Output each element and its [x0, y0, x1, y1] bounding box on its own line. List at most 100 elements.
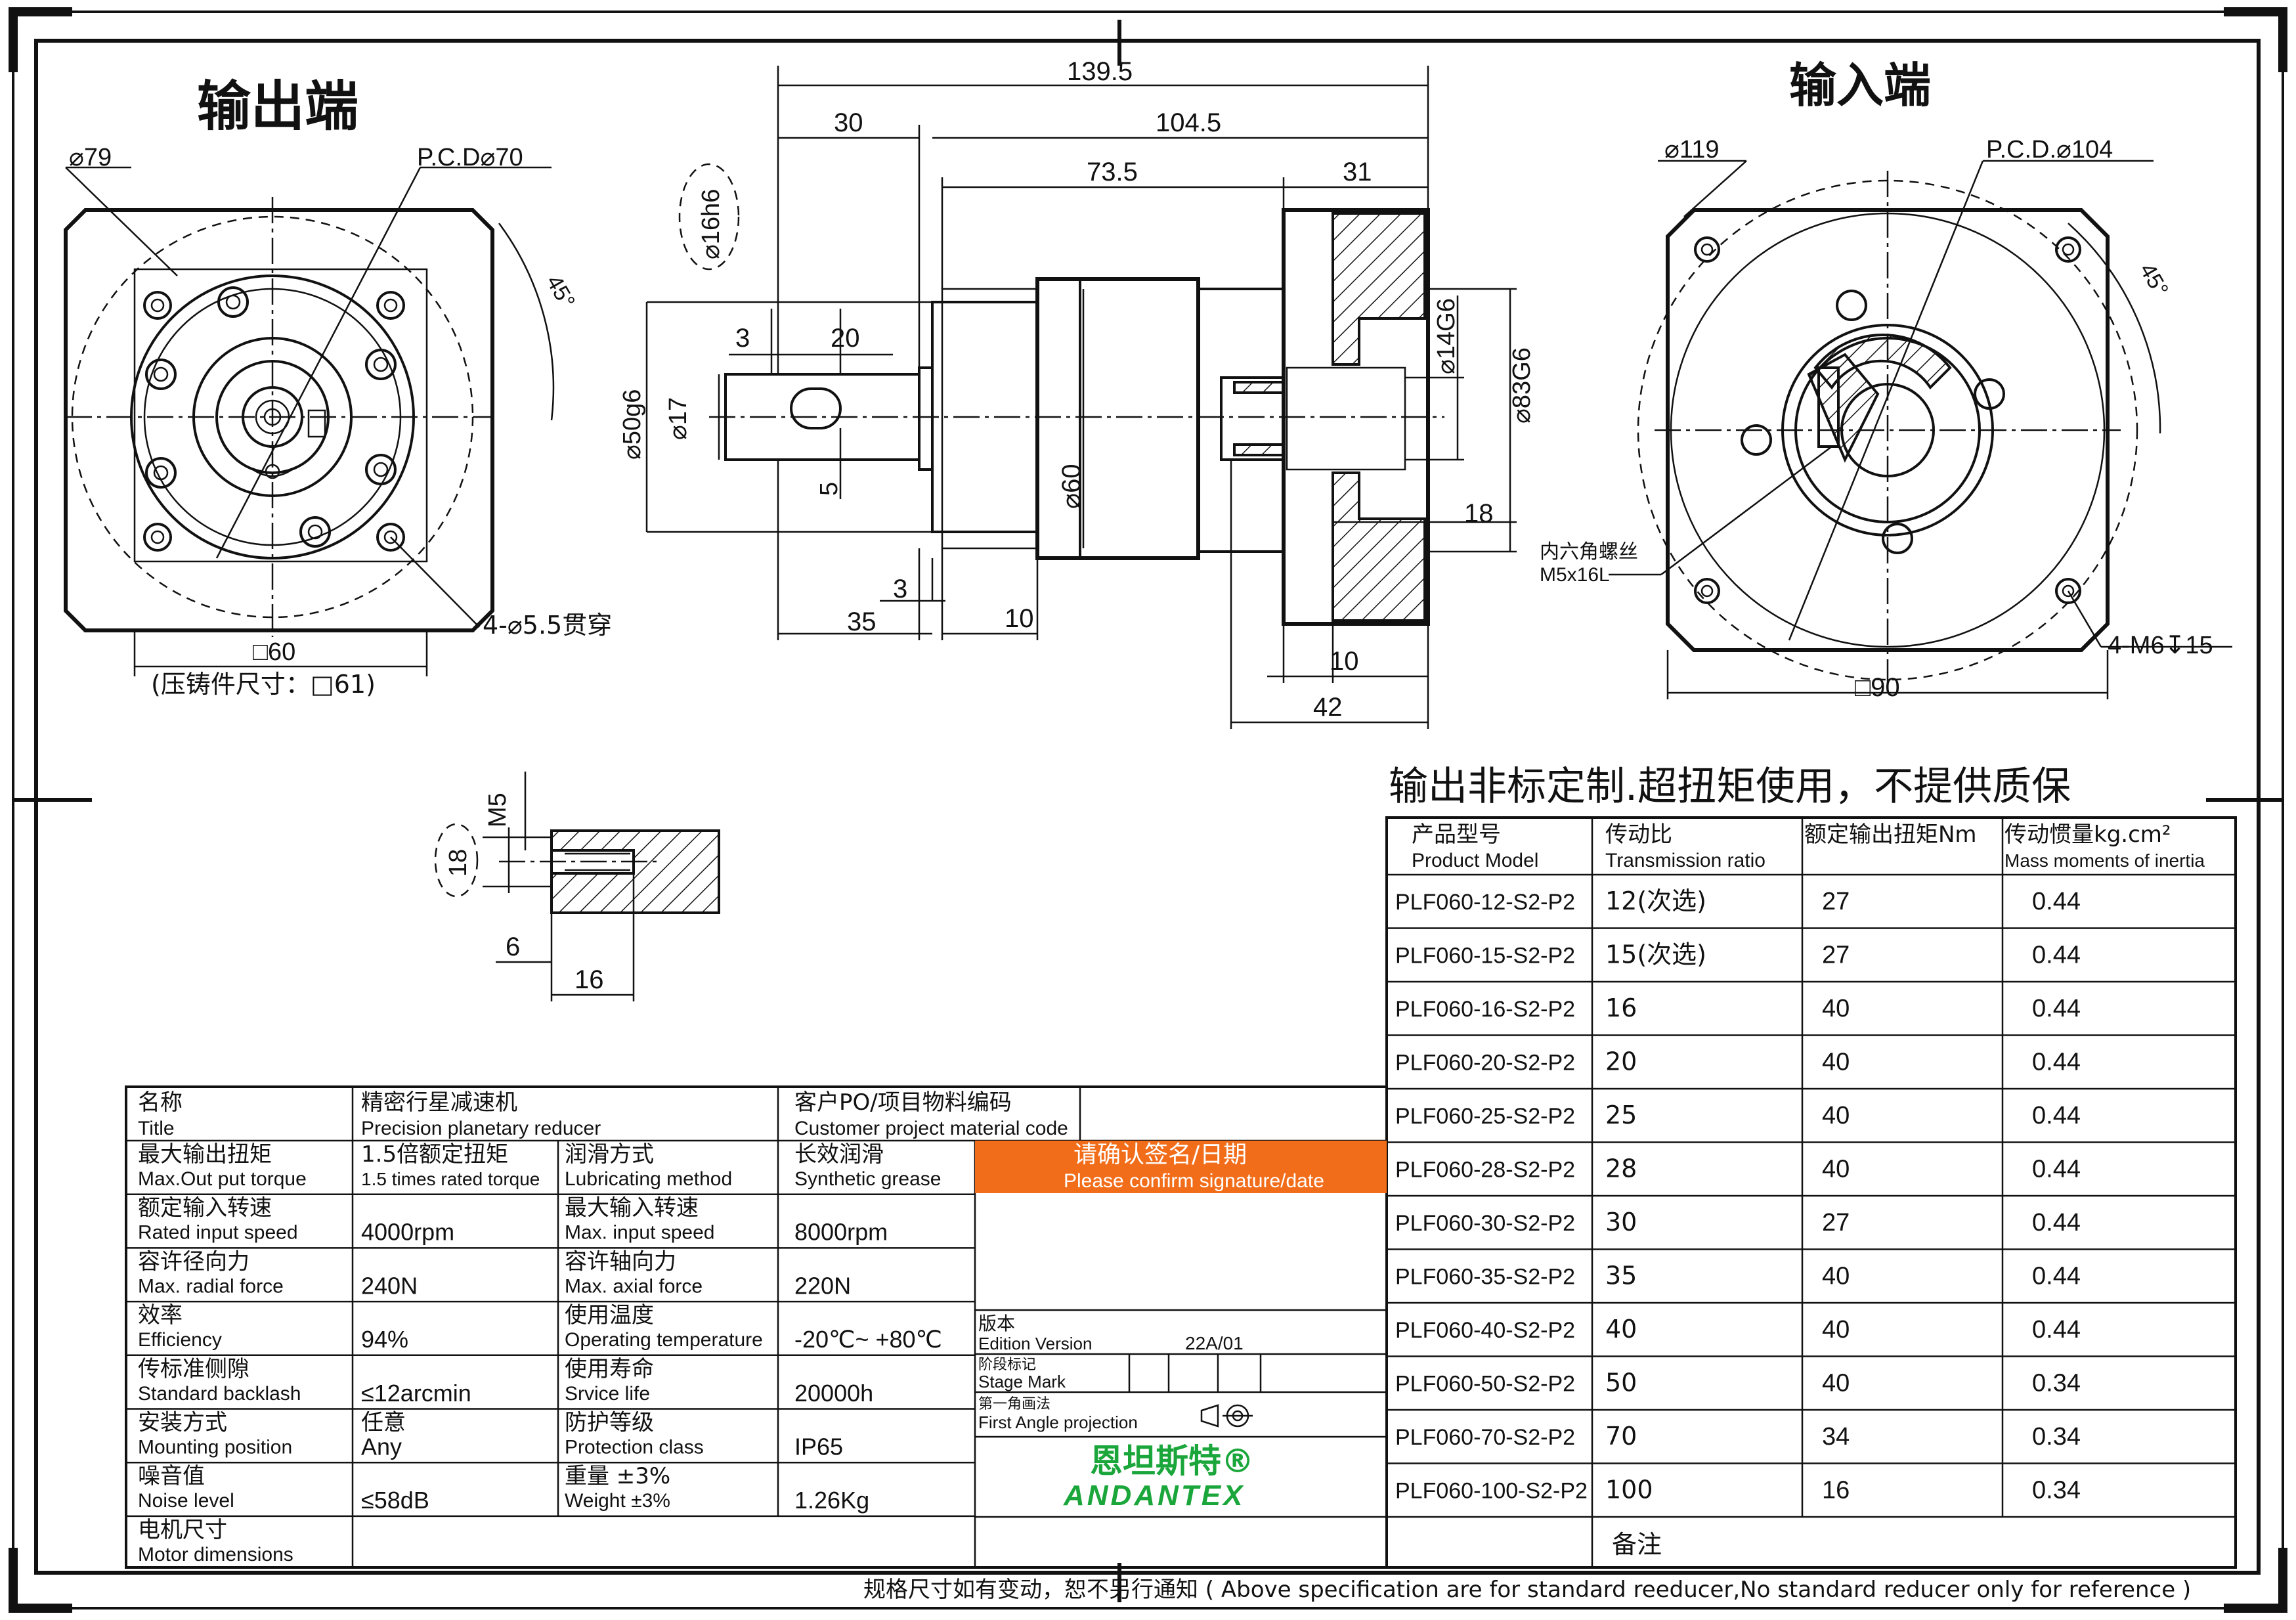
- dim-pilot-dia: ⌀50g6: [618, 389, 646, 460]
- ratio-cell: 25: [1605, 1101, 1637, 1129]
- output-end-title: 输出端: [197, 76, 358, 138]
- spec-l2-cn: 最大输入转速: [565, 1195, 699, 1221]
- spec-l-en: Rated input speed: [138, 1222, 298, 1244]
- projection-cn: 第一角画法: [978, 1396, 1051, 1412]
- first-angle-symbol-icon: [1200, 1404, 1253, 1428]
- ratio-cell: 70: [1605, 1422, 1637, 1451]
- model-cell: PLF060-15-S2-P2: [1395, 944, 1575, 969]
- edition-value: 22A/01: [1185, 1333, 1244, 1353]
- dim-flange-length: 31: [1343, 158, 1372, 186]
- die-cast-note: (压铸件尺寸：□61): [151, 670, 376, 699]
- header-torque-cn: 额定输出扭矩Nm: [1804, 821, 1977, 848]
- dim-shaft-dia2: ⌀17: [664, 397, 692, 440]
- dim-total-length: 139.5: [1067, 57, 1133, 86]
- edition-en: Edition Version: [978, 1334, 1092, 1353]
- inertia-cell: 0.44: [2032, 888, 2081, 915]
- spec-l2-en: Max. input speed: [565, 1222, 714, 1244]
- torque-cell: 34: [1822, 1423, 1850, 1451]
- spec-v2-en: IP65: [794, 1434, 843, 1460]
- dim-35: 35: [847, 607, 877, 636]
- remark-label: 备注: [1612, 1530, 1662, 1559]
- customer-code-en: Customer project material code: [794, 1118, 1068, 1139]
- spec-l-en: Max.Out put torque: [138, 1168, 307, 1190]
- spec-v1-en: ≤12arcmin: [361, 1380, 471, 1407]
- model-cell: PLF060-30-S2-P2: [1395, 1211, 1575, 1236]
- output-through-holes: [143, 291, 405, 552]
- spec-l2-cn: 容许轴向力: [565, 1248, 676, 1275]
- spec-v1-en: Any: [361, 1434, 402, 1460]
- dim-3: 3: [893, 575, 907, 603]
- input-outer-dia: ⌀119: [1664, 136, 1719, 164]
- input-pin-holes: [1741, 290, 2005, 554]
- ratio-cell: 16: [1605, 994, 1637, 1022]
- model-cell: PLF060-40-S2-P2: [1395, 1318, 1575, 1343]
- dim-body-dia: ⌀60: [1057, 464, 1086, 509]
- output-pcd: P.C.D⌀70: [417, 144, 523, 171]
- spec-l-en: Max. radial force: [138, 1275, 284, 1297]
- customer-code-cn: 客户PO/项目物料编码: [794, 1089, 1012, 1116]
- spec-l-en: Efficiency: [138, 1329, 222, 1351]
- detail-len-16: 16: [574, 965, 604, 994]
- ratio-cell: 28: [1605, 1154, 1637, 1183]
- torque-cell: 16: [1822, 1477, 1850, 1504]
- spec-v2-cn: 长效润滑: [794, 1141, 884, 1168]
- inertia-cell: 0.44: [2032, 1316, 2081, 1344]
- title-value-cn: 精密行星减速机: [361, 1089, 517, 1116]
- inertia-cell: 0.44: [2032, 1049, 2081, 1076]
- model-cell: PLF060-70-S2-P2: [1395, 1425, 1575, 1450]
- torque-cell: 40: [1822, 995, 1850, 1022]
- dim-10b: 10: [1330, 647, 1359, 676]
- spec-l2-en: Lubricating method: [565, 1168, 732, 1190]
- dim-shaft-length: 30: [834, 108, 863, 137]
- model-table: 产品型号 Product Model 传动比 Transmission rati…: [1385, 816, 2237, 1569]
- ratio-cell: 30: [1605, 1208, 1637, 1237]
- spec-l-cn: 噪音值: [138, 1463, 205, 1489]
- model-cell: PLF060-12-S2-P2: [1395, 890, 1575, 915]
- spec-l2-en: Protection class: [565, 1437, 704, 1458]
- inertia-cell: 0.34: [2032, 1477, 2081, 1504]
- detail-thread: M5: [484, 793, 511, 827]
- spec-l-cn: 额定输入转速: [138, 1195, 272, 1221]
- spec-l2-en: Operating temperature: [565, 1329, 763, 1351]
- torque-cell: 40: [1822, 1156, 1850, 1183]
- spec-l-cn: 效率: [138, 1302, 183, 1328]
- spec-l2-cn: 重量 ±3%: [565, 1463, 670, 1489]
- detail-dia: 18: [444, 849, 472, 877]
- screw-note-cn: 内六角螺丝: [1540, 540, 1638, 563]
- title-value-en: Precision planetary reducer: [361, 1118, 601, 1139]
- brand-logo-cn: 恩坦斯特®: [1090, 1442, 1254, 1480]
- dim-keyway-offset: 3: [735, 324, 750, 353]
- dim-flange-pilot: ⌀83G6: [1508, 347, 1536, 424]
- output-outer-dia: ⌀79: [69, 144, 112, 171]
- spec-v1-cn: 1.5倍额定扭矩: [361, 1141, 508, 1168]
- spec-table: 请确认签名/日期 Please confirm signature/date 名…: [125, 1085, 1388, 1569]
- spec-l2-en: Srvice life: [565, 1383, 650, 1405]
- spec-v2-en: 20000h: [794, 1380, 873, 1407]
- model-cell: PLF060-25-S2-P2: [1395, 1104, 1575, 1129]
- spec-l-cn: 电机尺寸: [138, 1517, 227, 1543]
- ratio-cell: 50: [1605, 1368, 1637, 1397]
- confirm-banner: [975, 1141, 1387, 1193]
- output-square-dim: □60: [253, 638, 295, 666]
- spec-l-en: Standard backlash: [138, 1383, 301, 1405]
- spec-l-cn: 最大输出扭矩: [138, 1141, 272, 1168]
- model-cell: PLF060-50-S2-P2: [1395, 1372, 1575, 1397]
- spec-l2-cn: 润滑方式: [565, 1141, 654, 1168]
- spec-l-en: Noise level: [138, 1490, 234, 1512]
- ratio-cell: 35: [1605, 1261, 1637, 1290]
- model-cell: PLF060-35-S2-P2: [1395, 1265, 1575, 1290]
- spec-v1-en: 94%: [361, 1326, 408, 1353]
- model-cell: PLF060-28-S2-P2: [1395, 1158, 1575, 1183]
- spec-v2-en: 220N: [794, 1272, 851, 1299]
- model-cell: PLF060-100-S2-P2: [1395, 1479, 1588, 1504]
- output-bolts: [145, 286, 397, 548]
- dim-bore-dia: ⌀14G6: [1433, 298, 1460, 374]
- screw-note-spec: M5x16L: [1540, 564, 1610, 586]
- spec-l-cn: 容许径向力: [138, 1248, 249, 1275]
- model-cell: PLF060-16-S2-P2: [1395, 997, 1575, 1022]
- title-label-cn: 名称: [138, 1089, 183, 1116]
- model-cell: PLF060-20-S2-P2: [1395, 1051, 1575, 1076]
- header-ratio-en: Transmission ratio: [1605, 850, 1765, 871]
